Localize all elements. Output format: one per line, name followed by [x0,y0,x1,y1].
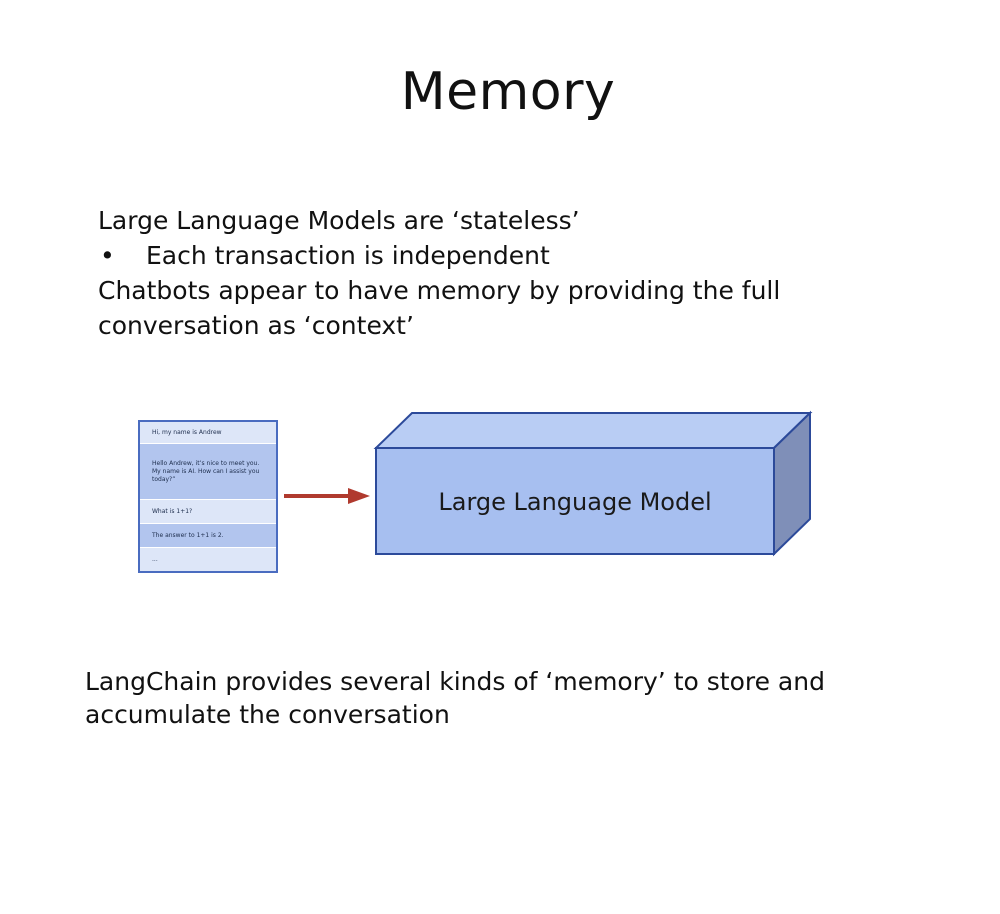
model-label: Large Language Model [438,488,712,516]
conversation-message-ai-2: The answer to 1+1 is 2. [140,524,276,548]
slide-body: Large Language Models are ‘stateless’ • … [98,203,918,343]
footer-line-1: LangChain provides several kinds of ‘mem… [85,667,825,696]
footer-line-2: accumulate the conversation [85,700,450,729]
conversation-ellipsis: ... [140,548,276,571]
conversation-message-user-1: Hi, my name is Andrew [140,422,276,444]
sub-point-text: Each transaction is independent [146,241,550,270]
model-block-front-face [375,447,775,555]
footer-text: LangChain provides several kinds of ‘mem… [85,665,945,731]
point-context-line1: Chatbots appear to have memory by provid… [98,276,781,305]
conversation-box: Hi, my name is Andrew Hello Andrew, it’s… [138,420,278,573]
point-context-line2: conversation as ‘context’ [98,311,414,340]
arrow-icon [284,488,370,504]
conversation-message-user-2: What is 1+1? [140,500,276,524]
model-block [373,410,813,557]
bullet-dot: • [100,241,115,270]
arrow-head [348,488,370,504]
slide-title: Memory [400,62,616,122]
model-block-top-face [373,412,813,449]
conversation-message-ai-1: Hello Andrew, it’s nice to meet you. My … [140,444,276,500]
sub-point-independent: • Each transaction is independent [98,238,918,273]
point-stateless: Large Language Models are ‘stateless’ [98,206,580,235]
